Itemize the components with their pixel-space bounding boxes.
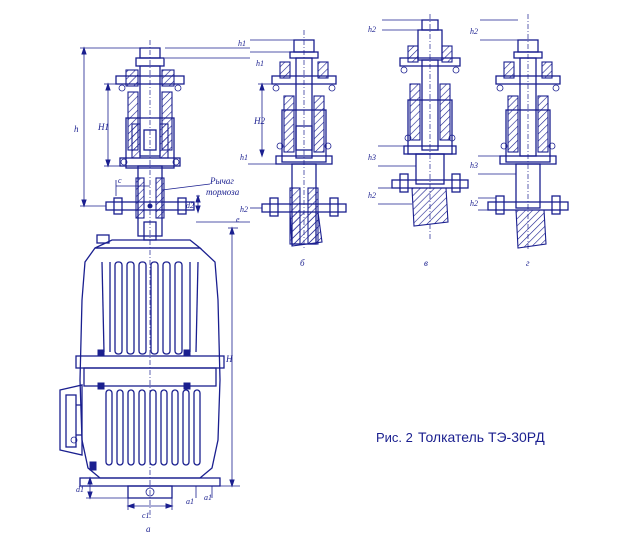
dim-label-h1-b: h1 [240,153,248,162]
caption-title: Толкатель ТЭ-30РД [418,429,545,445]
dim-label-H: H [225,354,233,364]
view-a-dimensions [80,46,250,510]
dim-label-h3-v: h3 [368,153,376,162]
dim-label-h2-g: h2 [470,199,478,208]
dim-label-h2-v-top: h2 [368,25,376,34]
cooling-fins [101,261,201,466]
dim-label-h2-v: h2 [368,191,376,200]
lever-callout-line1: Рычаг [209,176,234,186]
view-label-g: г [526,258,530,268]
dim-label-c: c [118,176,122,185]
dim-label-e: e [236,215,240,224]
dim-label-a1-right: a1 [204,493,212,502]
lever-callout-line2: тормоза [206,187,240,197]
dim-label-h1-a: h1 [238,39,246,48]
view-a-assembly: h H1 H h1 e c d2 d1 c1 a1 a1 Рычаг тормо… [59,39,250,534]
caption-prefix: Рис. 2 [376,430,413,445]
view-v-assembly: h2 h3 h2 в [368,14,469,268]
dim-label-h1-b-top: h1 [256,59,264,68]
dim-label-h3-g: h3 [470,161,478,170]
terminal-box [59,384,83,456]
figure-caption: Рис. 2 Толкатель ТЭ-30РД [376,429,545,445]
view-b-assembly: h1 H2 h1 h2 б [240,30,347,268]
view-label-b: б [300,258,305,268]
dim-label-d1: d1 [76,485,84,494]
view-g-assembly: h2 h3 h2 г [470,14,569,268]
dim-label-h2-b: h2 [240,205,248,214]
view-label-a: а [146,524,151,534]
dim-label-c1: c1 [142,511,150,520]
dim-label-H2-b: H2 [253,116,265,126]
dim-label-h: h [74,124,79,134]
dim-label-h2-g-top: h2 [470,27,478,36]
dim-label-H1: H1 [97,122,109,132]
dim-label-a1-left: a1 [186,497,194,506]
motor-body [59,234,225,499]
view-a-rod-assembly [105,40,195,520]
view-label-v: в [424,258,428,268]
dim-label-d2: d2 [186,201,194,210]
